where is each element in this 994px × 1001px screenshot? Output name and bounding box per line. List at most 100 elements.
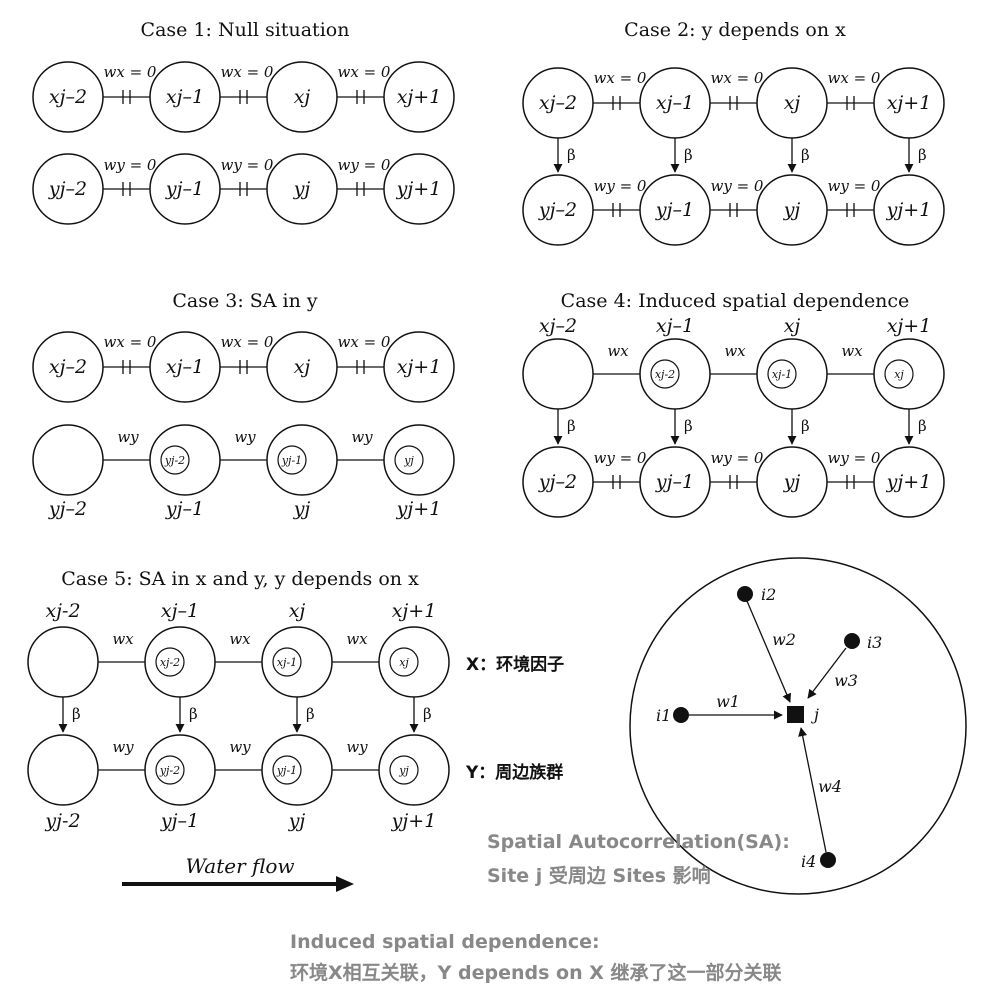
case1-node-x1: xj–2 xyxy=(49,86,87,108)
case4-label-x1: xj–2 xyxy=(539,315,577,337)
case5-beta3: β xyxy=(306,705,315,723)
weight-w3-label: w3 xyxy=(834,671,858,690)
site-i3-label: i3 xyxy=(867,633,882,652)
case3-diagram: xj–2 xj–1 xj xj+1 wx = 0 wx = 0 wx = 0 y… xyxy=(32,331,455,520)
case3-node-x4: xj+1 xyxy=(397,356,442,378)
case3-inner-y2: yj-1 xyxy=(281,454,302,467)
case2-node-x3: xj xyxy=(784,92,801,114)
case5-label-y3: yj xyxy=(288,810,306,832)
case2-node-y1: yj–2 xyxy=(538,199,577,221)
case4-y-link3: wy = 0 xyxy=(828,449,881,467)
case2-beta2: β xyxy=(684,146,693,164)
case1-node-y4: yj+1 xyxy=(396,178,442,200)
case1-y-link3: wy = 0 xyxy=(338,156,391,174)
water-flow-arrowhead xyxy=(336,876,354,892)
case2-node-x4: xj+1 xyxy=(887,92,932,114)
case3-y-link3: wy xyxy=(351,428,373,446)
case1-title: Case 1: Null situation xyxy=(141,19,350,41)
case5-label-y4: yj+1 xyxy=(391,810,437,832)
case3-label-y1: yj–2 xyxy=(48,498,87,520)
case5-y-link2: wy xyxy=(229,738,251,756)
case3-y-link2: wy xyxy=(234,428,256,446)
case4-title: Case 4: Induced spatial dependence xyxy=(561,290,910,312)
case5-inner-y1: yj-2 xyxy=(159,764,180,777)
case5-inner-y3: yj xyxy=(398,764,409,777)
induced-note-title: Induced spatial dependence: xyxy=(290,931,600,953)
site-i2-label: i2 xyxy=(761,585,776,604)
case1-node-y3: yj xyxy=(293,178,311,200)
induced-note-text: 环境X相互关联，Y depends on X 继承了这一部分关联 xyxy=(290,961,782,984)
case3-x-link1: wx = 0 xyxy=(104,333,157,351)
case5-label-x2: xj–1 xyxy=(161,600,199,622)
case2-y-link2: wy = 0 xyxy=(711,177,764,195)
case2-beta4: β xyxy=(918,146,927,164)
case2-node-x1: xj–2 xyxy=(539,92,577,114)
case1-node-y2: yj–1 xyxy=(165,178,204,200)
case3-x-link3: wx = 0 xyxy=(338,333,391,351)
case2-y-link3: wy = 0 xyxy=(828,177,881,195)
case5-x-link3: wx xyxy=(346,630,368,648)
case4-beta4: β xyxy=(918,417,927,435)
case5-x-link1: wx xyxy=(112,630,134,648)
case3-node-x3: xj xyxy=(294,356,311,378)
case3-x-link2: wx = 0 xyxy=(221,333,274,351)
case5-diagram: xj-2 xj–1 xj xj+1 xj-2 xj-1 xj wx wx wx … xyxy=(27,600,450,832)
case1-node-x2: xj–1 xyxy=(166,86,204,108)
case2-node-y3: yj xyxy=(783,199,801,221)
case1-node-x4: xj+1 xyxy=(397,86,442,108)
sa-note-text: Site j 受周边 Sites 影响 xyxy=(487,864,711,887)
case3-y-link1: wy xyxy=(117,428,139,446)
case3-inner-y3: yj xyxy=(403,454,414,467)
site-j-label: j xyxy=(811,705,819,724)
case5-title: Case 5: SA in x and y, y depends on x xyxy=(61,568,419,590)
case3-label-y4: yj+1 xyxy=(396,498,442,520)
site-i4-label: i4 xyxy=(801,852,816,871)
case2-node-y4: yj+1 xyxy=(886,199,932,221)
case5-beta1: β xyxy=(72,705,81,723)
case5-x-link2: wx xyxy=(229,630,251,648)
case2-node-y2: yj–1 xyxy=(655,199,694,221)
case4-label-x3: xj xyxy=(784,315,801,337)
case4-node-y3: yj xyxy=(783,471,801,493)
case2-beta3: β xyxy=(801,146,810,164)
case1-y-link2: wy = 0 xyxy=(221,156,274,174)
case3-node-x2: xj–1 xyxy=(166,356,204,378)
case4-x-link2: wx xyxy=(724,342,746,360)
site-j-square xyxy=(787,706,804,723)
water-flow-label: Water flow xyxy=(185,854,294,878)
legend-y: Y：周边族群 xyxy=(465,762,563,783)
weight-w4-label: w4 xyxy=(818,777,842,796)
case4-beta1: β xyxy=(567,417,576,435)
case5-label-x3: xj xyxy=(289,600,306,622)
case5-inner-y2: yj-1 xyxy=(276,764,297,777)
case5-label-y2: yj–1 xyxy=(160,810,199,832)
case4-label-x2: xj–1 xyxy=(656,315,694,337)
case4-beta2: β xyxy=(684,417,693,435)
case2-y-link1: wy = 0 xyxy=(594,177,647,195)
case5-beta2: β xyxy=(189,705,198,723)
case3-node-x1: xj–2 xyxy=(49,356,87,378)
case5-beta4: β xyxy=(423,705,432,723)
case5-inner-x3: xj xyxy=(399,656,409,669)
case4-diagram: xj–2 xj–1 xj xj+1 xj-2 xj-1 xj wx wx wx … xyxy=(522,315,945,518)
case4-x-link1: wx xyxy=(607,342,629,360)
case2-beta1: β xyxy=(567,146,576,164)
case4-label-x4: xj+1 xyxy=(887,315,932,337)
case3-title: Case 3: SA in y xyxy=(172,290,318,312)
site-i1-label: i1 xyxy=(656,706,671,725)
case2-x-link1: wx = 0 xyxy=(594,69,647,87)
case1-y-link1: wy = 0 xyxy=(104,156,157,174)
case2-diagram: xj–2 xj–1 xj xj+1 wx = 0 wx = 0 wx = 0 β… xyxy=(522,67,945,246)
case1-node-y1: yj–2 xyxy=(48,178,87,200)
case2-title: Case 2: y depends on x xyxy=(624,19,846,41)
weight-w1-label: w1 xyxy=(716,692,740,711)
case4-node-y4: yj+1 xyxy=(886,471,932,493)
case4-x-link3: wx xyxy=(841,342,863,360)
case1-x-link2: wx = 0 xyxy=(221,63,274,81)
case5-label-x4: xj+1 xyxy=(392,600,437,622)
weight-w2-label: w2 xyxy=(772,630,796,649)
case3-label-y2: yj–1 xyxy=(165,498,204,520)
sa-note-title: Spatial Autocorrelation(SA): xyxy=(487,831,790,853)
case2-x-link3: wx = 0 xyxy=(828,69,881,87)
